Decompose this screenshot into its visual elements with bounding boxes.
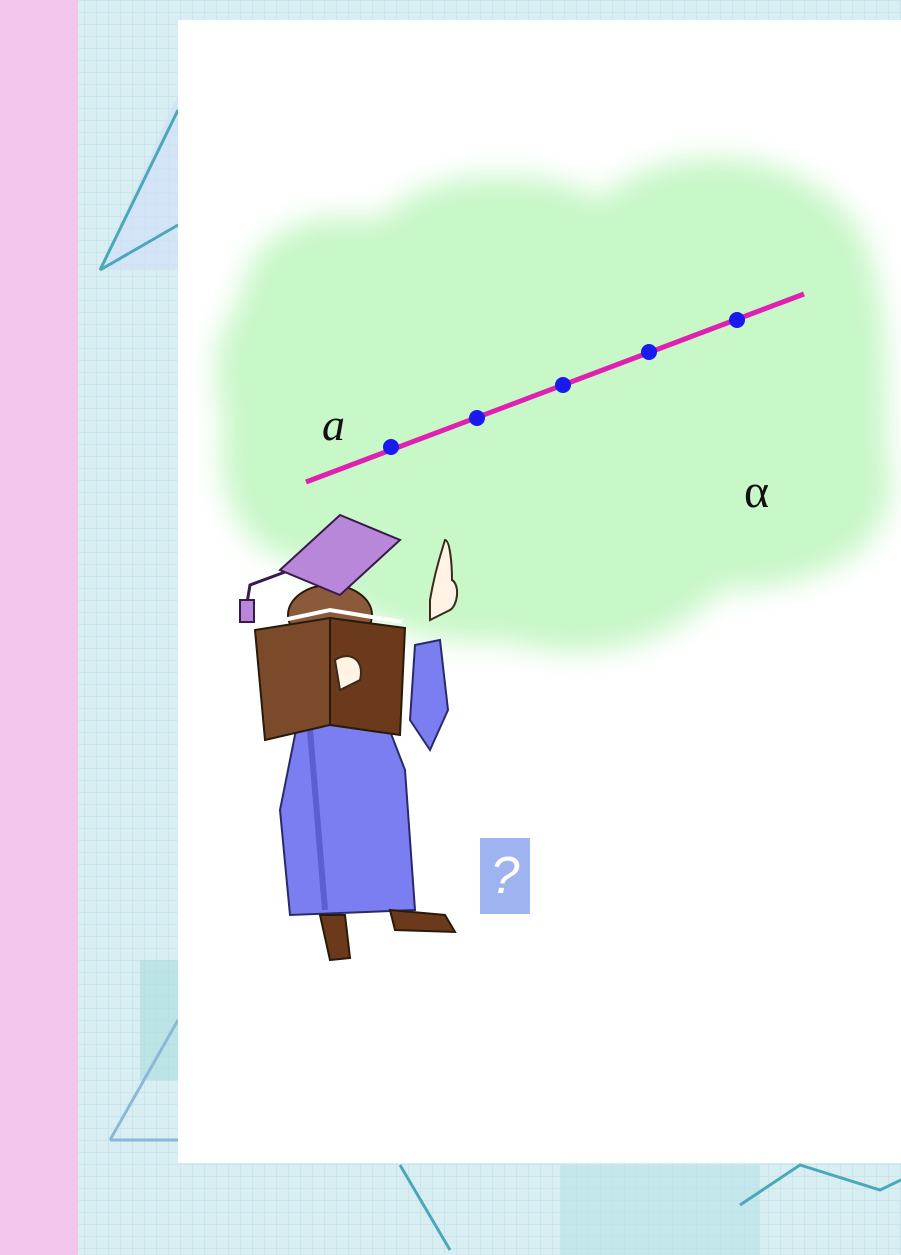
plane-alpha xyxy=(215,158,891,652)
plane-label: α xyxy=(744,465,770,518)
point-3 xyxy=(555,377,571,393)
help-question-button[interactable]: ? xyxy=(480,838,530,914)
point-1 xyxy=(383,439,399,455)
point-2 xyxy=(469,410,485,426)
point-4 xyxy=(641,344,657,360)
left-sidebar-stripe xyxy=(0,0,78,1255)
point-5 xyxy=(729,312,745,328)
line-label: a xyxy=(322,399,345,450)
scholar-with-book-icon xyxy=(239,513,458,962)
